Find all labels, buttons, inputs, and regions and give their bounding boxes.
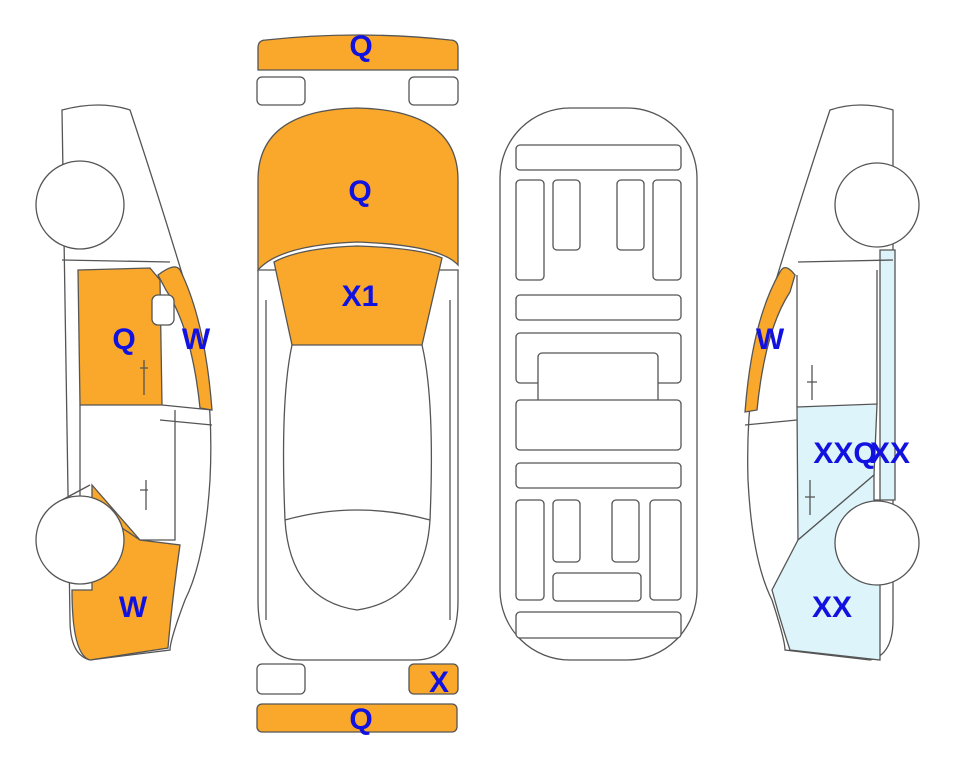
left-front-door-panel[interactable] (77, 267, 163, 406)
left-side-view (35, 104, 213, 661)
left-a-pillar[interactable] (157, 266, 213, 411)
rear-bumper[interactable] (256, 703, 458, 733)
label-rear-bumper: Q (349, 703, 372, 736)
right-side-view (744, 104, 920, 661)
front-bumper[interactable] (257, 34, 459, 71)
windshield[interactable] (273, 245, 443, 346)
hood[interactable] (257, 107, 459, 272)
top-view (256, 34, 459, 733)
label-front-bumper: Q (349, 30, 372, 63)
left-rear-wheel (35, 495, 125, 585)
right-front-wheel (834, 162, 920, 248)
damage-labels: Q Q X1 Q W W W XXQ XX XX X Q (112, 30, 910, 736)
label-right-a-pillar: W (756, 323, 785, 356)
rear-right-light[interactable] (408, 663, 459, 695)
label-right-rear-quarter: XX (812, 591, 852, 624)
label-left-front-door: Q (112, 323, 135, 356)
label-windshield: X1 (342, 280, 379, 313)
left-mirror (151, 294, 175, 326)
label-right-rear-door-a: XXQ (813, 437, 876, 470)
right-a-pillar[interactable] (744, 267, 796, 413)
label-rear-right-light: X (429, 666, 449, 699)
label-left-rear-quarter: W (119, 591, 148, 624)
label-hood: Q (348, 175, 371, 208)
right-rear-wheel (834, 500, 920, 586)
label-right-rear-door-b: XX (870, 437, 910, 470)
left-front-wheel (35, 160, 125, 250)
right-rear-pillar[interactable] (879, 249, 896, 501)
label-left-a-pillar: W (182, 323, 211, 356)
underbody-view (499, 107, 698, 661)
